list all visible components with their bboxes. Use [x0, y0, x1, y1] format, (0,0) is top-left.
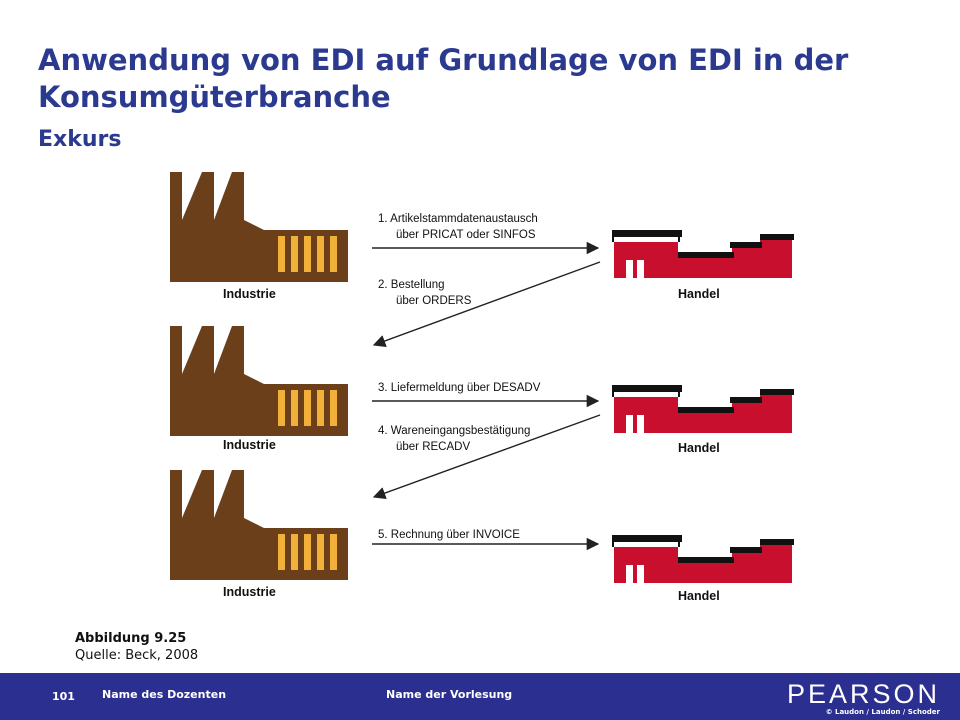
industry-factory-icon-1 — [170, 172, 348, 282]
retail-shop-icon-1 — [612, 230, 794, 278]
figure-number: Abbildung 9.25 — [75, 631, 187, 646]
industry-label-1: Industrie — [223, 287, 276, 301]
page-number: 101 — [52, 690, 75, 703]
slide-title: Anwendung von EDI auf Grundlage von EDI … — [38, 43, 849, 114]
slide-subtitle: Exkurs — [38, 127, 122, 152]
arrow-message-4 — [372, 414, 601, 500]
message-3-line-1: 3. Liefermeldung über DESADV — [378, 382, 541, 394]
retail-shop-icon-2 — [612, 385, 794, 433]
lecturer-name: Name des Dozenten — [102, 688, 227, 701]
slide-footer: 101 Name des Dozenten Name der Vorlesung… — [0, 673, 960, 720]
retail-shop-icon-3 — [612, 535, 794, 583]
figure-source: Quelle: Beck, 2008 — [75, 648, 199, 663]
industry-factory-icon-3 — [170, 470, 348, 580]
copyright-credit: © Laudon / Laudon / Schoder — [825, 708, 940, 716]
message-5-line-1: 5. Rechnung über INVOICE — [378, 529, 520, 541]
message-2-line-2: über ORDERS — [396, 295, 472, 307]
message-4-line-2: über RECADV — [396, 441, 470, 453]
retail-label-3: Handel — [678, 589, 720, 603]
retail-label-2: Handel — [678, 441, 720, 455]
course-name: Name der Vorlesung — [386, 688, 513, 701]
message-4-line-1: 4. Wareneingangsbestätigung — [378, 425, 530, 437]
industry-label-3: Industrie — [223, 585, 276, 599]
message-1-line-1: 1. Artikelstammdatenaustausch — [378, 213, 538, 225]
industry-label-2: Industrie — [223, 438, 276, 452]
industry-factory-icon-2 — [170, 326, 348, 436]
figure-caption: Abbildung 9.25 Quelle: Beck, 2008 — [75, 630, 198, 664]
message-1-line-2: über PRICAT oder SINFOS — [396, 229, 536, 241]
arrow-message-2 — [372, 261, 601, 348]
pearson-logo: PEARSON — [786, 679, 940, 709]
retail-label-1: Handel — [678, 287, 720, 301]
message-2-line-1: 2. Bestellung — [378, 279, 445, 291]
